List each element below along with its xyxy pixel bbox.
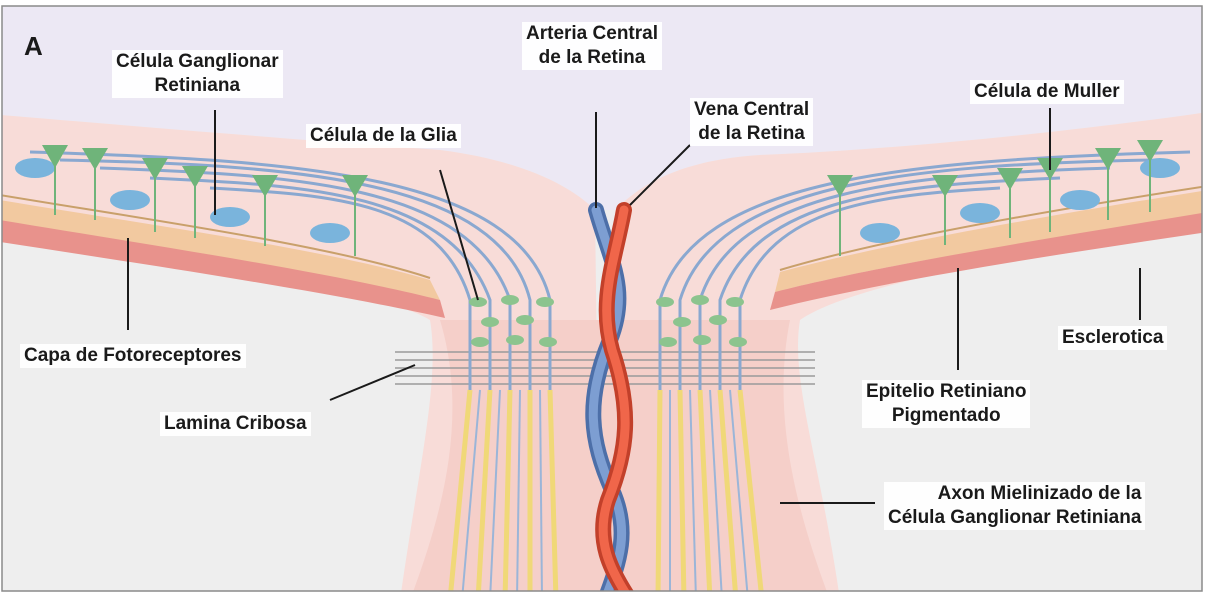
label-esclerotica: Esclerotica <box>1058 326 1167 350</box>
label-arteria-central: Arteria Central de la Retina <box>522 22 662 70</box>
label-axon-mielinizado: Axon Mielinizado de la Célula Ganglionar… <box>884 482 1145 530</box>
panel-letter: A <box>24 34 43 58</box>
label-lamina-cribosa: Lamina Cribosa <box>160 412 311 436</box>
label-celula-muller: Célula de Muller <box>970 80 1124 104</box>
label-capa-fotoreceptores: Capa de Fotoreceptores <box>20 344 246 368</box>
label-vena-central: Vena Central de la Retina <box>690 98 813 146</box>
label-celula-glia: Célula de la Glia <box>306 124 461 148</box>
label-celula-ganglionar: Célula Ganglionar Retiniana <box>112 50 283 98</box>
label-epitelio-retiniano: Epitelio Retiniano Pigmentado <box>862 380 1030 428</box>
